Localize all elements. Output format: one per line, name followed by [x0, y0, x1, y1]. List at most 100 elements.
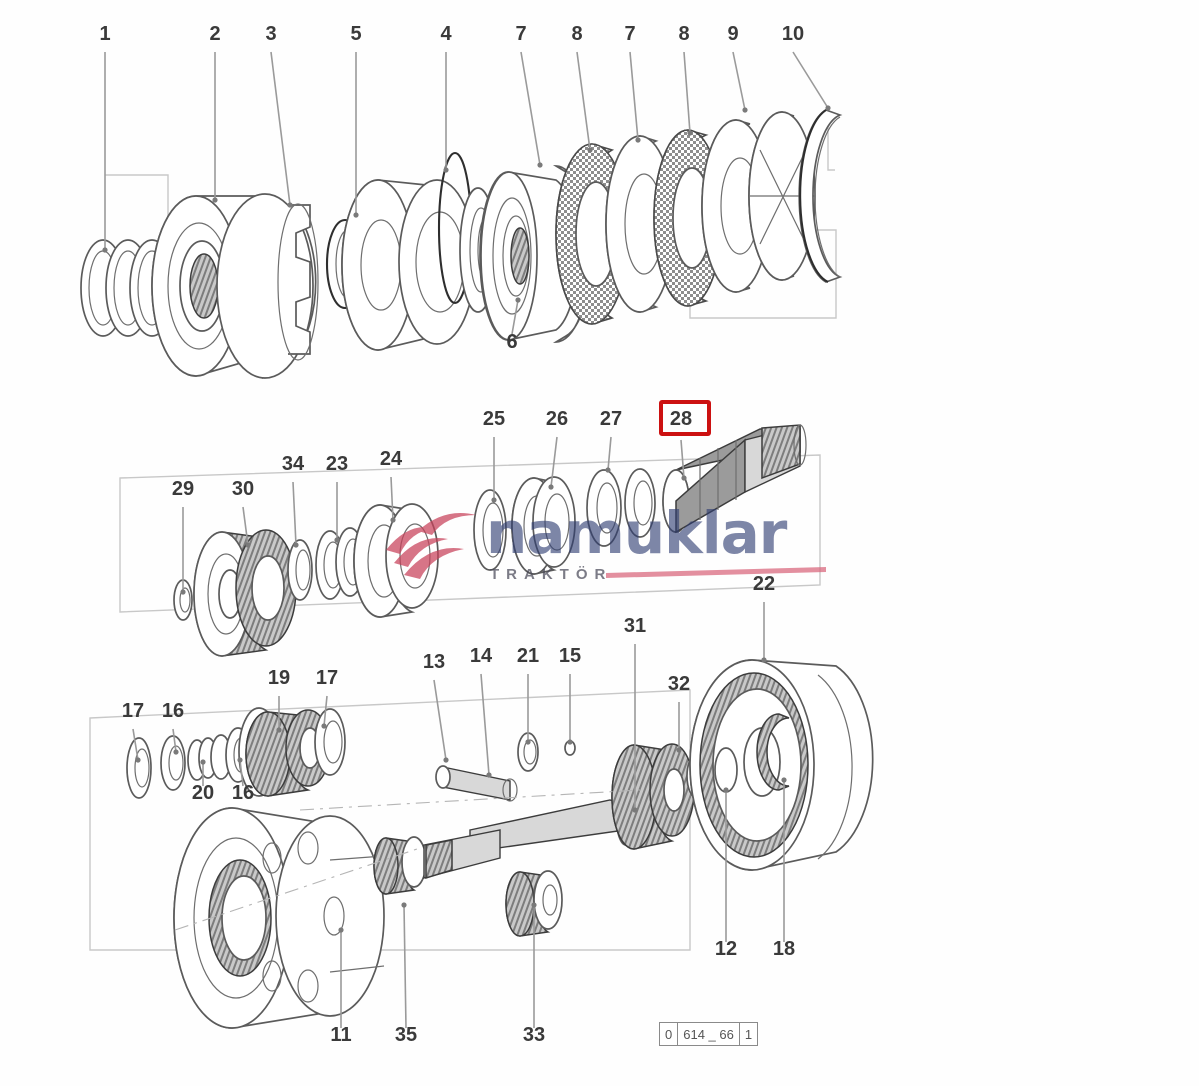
part-11-flange-hub [173, 807, 385, 1029]
callout-35: 35 [395, 902, 417, 1046]
callout-label: 35 [395, 1024, 417, 1046]
callout-label: 8 [678, 23, 689, 45]
callout-30: 30 [232, 478, 254, 548]
callout-3: 3 [265, 23, 293, 208]
callout-label: 16 [162, 700, 184, 722]
part-31-main-shaft-gear [469, 743, 695, 853]
highlight-box-part-28[interactable] [659, 400, 711, 436]
leader-dot [200, 759, 206, 765]
callout-label: 3 [265, 23, 276, 45]
part-13-14-shaft [435, 765, 518, 802]
part-35-splined-stub [373, 829, 501, 895]
callout-16: 16 [232, 757, 254, 804]
leader-dot [525, 739, 531, 745]
code-segment-2: 1 [744, 1026, 753, 1042]
callout-32: 32 [668, 673, 690, 753]
leader-dot [321, 723, 327, 729]
callout-label: 8 [571, 23, 582, 45]
leader-line [511, 299, 519, 335]
callout-label: 9 [727, 23, 738, 45]
part-17-bearing-right [314, 708, 346, 776]
leader-dot [237, 757, 243, 763]
callout-9: 9 [727, 23, 748, 113]
leader-line [576, 51, 591, 151]
leader-dot [135, 757, 141, 763]
leader-dot [515, 297, 521, 303]
callout-19: 19 [268, 667, 290, 733]
callout-11: 11 [330, 927, 352, 1046]
callout-20: 20 [192, 759, 214, 804]
callout-label: 6 [506, 331, 517, 353]
callout-label: 34 [282, 453, 305, 475]
leader-line [292, 481, 297, 546]
leader-dot [245, 542, 251, 548]
leader-line [629, 51, 639, 141]
callout-28: 28 [670, 408, 692, 481]
callout-label: 5 [350, 23, 361, 45]
leader-line [132, 728, 139, 761]
leader-dot [605, 467, 611, 473]
callout-label: 22 [753, 573, 775, 595]
callout-label: 13 [423, 651, 445, 673]
leader-line [550, 436, 558, 488]
callout-label: 17 [122, 700, 144, 722]
callout-label: 24 [380, 448, 403, 470]
callout-label: 4 [440, 23, 452, 45]
centerline-axes [174, 789, 641, 931]
leader-dot [443, 757, 449, 763]
callout-label: 20 [192, 782, 214, 804]
leader-dot [742, 107, 748, 113]
leader-line [270, 51, 291, 206]
leader-line [433, 679, 447, 761]
callout-12: 12 [715, 787, 737, 960]
callout-label: 12 [715, 938, 737, 960]
leader-line [480, 673, 490, 776]
callout-label: 14 [470, 645, 493, 667]
callout-label: 16 [232, 782, 254, 804]
leader-line [683, 51, 691, 134]
part-33-roller-bearing [505, 870, 563, 937]
callout-8: 8 [678, 23, 693, 136]
callout-29: 29 [172, 478, 194, 595]
leader-dot [293, 542, 299, 548]
leader-line [390, 476, 394, 521]
leader-dot [443, 167, 449, 173]
leader-dot [491, 497, 497, 503]
callout-13: 13 [423, 651, 449, 763]
callout-10: 10 [782, 23, 831, 111]
callout-26: 26 [546, 408, 568, 490]
leader-line [172, 728, 177, 753]
callout-21: 21 [517, 645, 539, 745]
leader-dot [353, 212, 359, 218]
callout-label: 7 [624, 23, 635, 45]
callout-label: 33 [523, 1024, 545, 1046]
part-3-hub-collar [277, 203, 319, 361]
leader-line [792, 51, 829, 109]
callout-label: 2 [209, 23, 220, 45]
leader-line [680, 439, 685, 479]
part-28-splined-shaft [662, 424, 807, 534]
callout-22: 22 [753, 573, 775, 663]
leader-line [403, 904, 407, 1029]
callout-2: 2 [209, 23, 221, 203]
callout-23: 23 [326, 453, 348, 543]
leader-dot [681, 475, 687, 481]
callout-17: 17 [122, 700, 144, 763]
leader-dot [338, 927, 344, 933]
callout-label: 29 [172, 478, 194, 500]
callout-label: 7 [515, 23, 526, 45]
leader-dot [537, 162, 543, 168]
callout-label: 26 [546, 408, 568, 430]
leader-dot [531, 902, 537, 908]
code-segment-1: 614 _ 66 [678, 1023, 740, 1045]
callout-5: 5 [350, 23, 362, 218]
part-34-ring [287, 539, 313, 601]
part-24-synchro-hub [353, 503, 439, 618]
leader-dot [781, 777, 787, 783]
part-26-bearing [511, 476, 576, 575]
callout-17: 17 [316, 667, 338, 729]
leader-dot [825, 105, 831, 111]
callout-25: 25 [483, 408, 505, 503]
leader-line [323, 695, 328, 727]
